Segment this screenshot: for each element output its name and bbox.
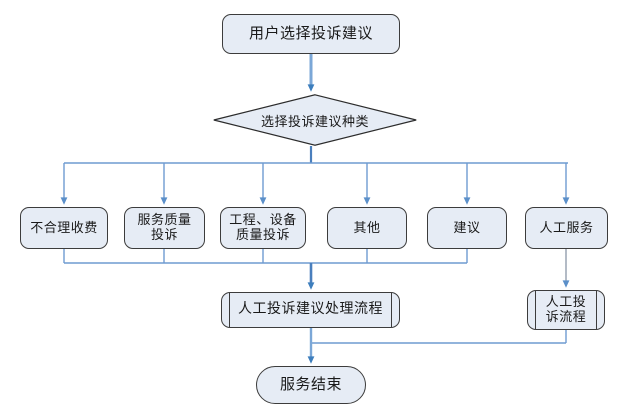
node-start[interactable]: 用户选择投诉建议 <box>222 14 400 54</box>
node-decision[interactable]: 选择投诉建议种类 <box>213 94 417 146</box>
node-process-manual-label: 人工投 诉流程 <box>545 294 587 324</box>
predefined-process-manual-bar-left <box>535 291 536 329</box>
predefined-process-bar-right <box>391 293 392 327</box>
node-end-label: 服务结束 <box>279 376 342 393</box>
node-process-manual[interactable]: 人工投 诉流程 <box>527 290 605 330</box>
node-option-service-quality-label: 服务质量 投诉 <box>137 212 192 242</box>
node-process-main-label: 人工投诉建议处理流程 <box>238 302 383 318</box>
node-end[interactable]: 服务结束 <box>256 366 366 404</box>
predefined-process-manual-bar-right <box>596 291 597 329</box>
node-option-engineering-equipment-label: 工程、设备 质量投诉 <box>229 212 297 242</box>
connector-decision-to-bus <box>64 146 568 164</box>
node-option-other-label: 其他 <box>353 219 381 235</box>
node-option-engineering-equipment[interactable]: 工程、设备 质量投诉 <box>220 207 306 249</box>
node-option-suggestion[interactable]: 建议 <box>427 207 507 249</box>
node-decision-label: 选择投诉建议种类 <box>260 113 369 129</box>
node-option-unreasonable-fee-label: 不合理收费 <box>30 219 98 235</box>
node-option-manual-service-label: 人工服务 <box>539 219 594 235</box>
node-option-other[interactable]: 其他 <box>327 207 407 249</box>
predefined-process-bar-left <box>229 293 230 327</box>
node-option-manual-service[interactable]: 人工服务 <box>525 207 608 249</box>
node-process-main[interactable]: 人工投诉建议处理流程 <box>221 292 400 328</box>
connector-processes-to-end <box>307 328 567 364</box>
connector-options-merge-to-process <box>63 249 468 290</box>
node-option-suggestion-label: 建议 <box>453 219 481 235</box>
node-start-label: 用户选择投诉建议 <box>248 25 373 42</box>
node-option-unreasonable-fee[interactable]: 不合理收费 <box>20 207 108 249</box>
decision-diamond-shape <box>213 94 417 146</box>
node-option-service-quality[interactable]: 服务质量 投诉 <box>124 207 205 249</box>
